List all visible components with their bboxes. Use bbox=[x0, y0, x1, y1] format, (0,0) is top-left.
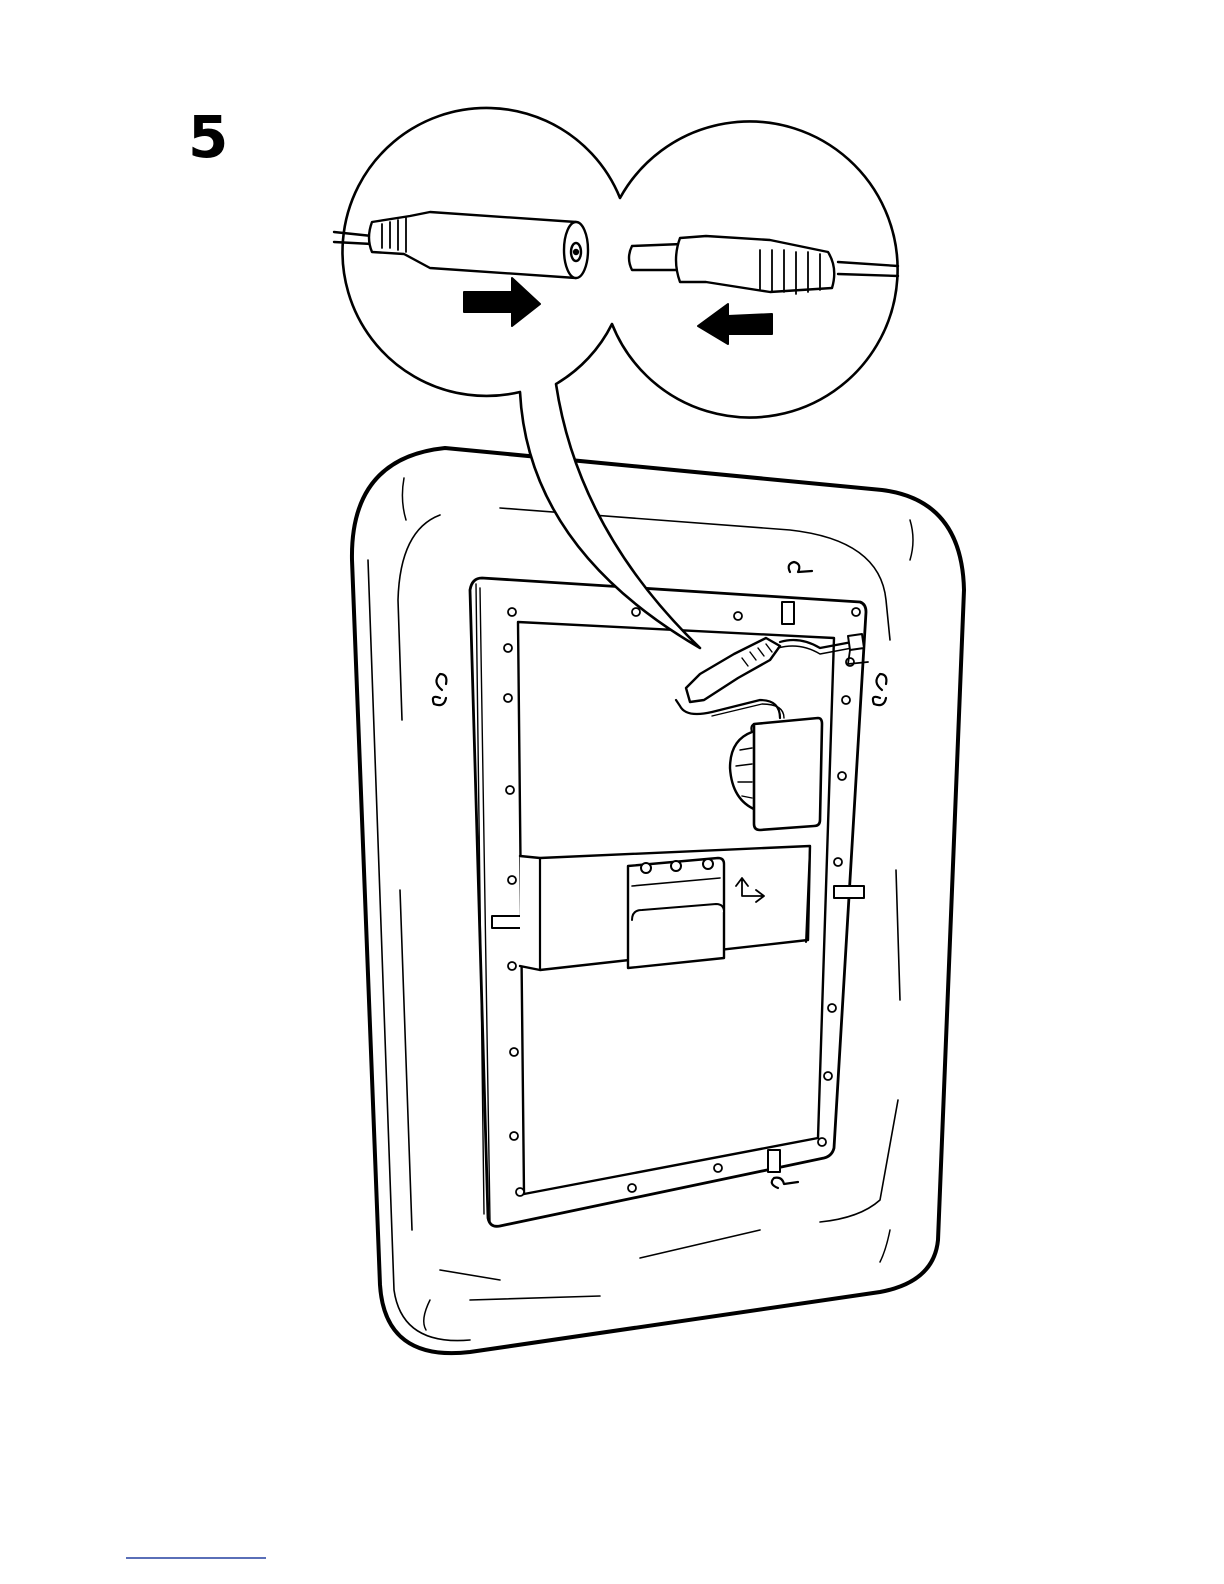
mirror-back-panel bbox=[352, 448, 964, 1353]
footer-rule bbox=[126, 1557, 266, 1559]
